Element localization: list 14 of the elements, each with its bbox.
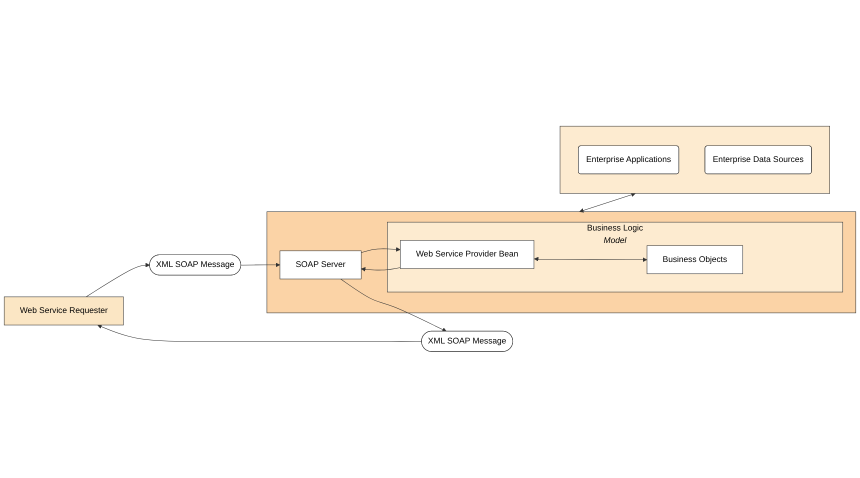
- cluster: [266, 212, 856, 314]
- arrow: [240, 262, 280, 268]
- cluster: [560, 126, 830, 194]
- node-box: Business Objects: [646, 246, 744, 274]
- arrow: [97, 324, 422, 342]
- arrow: [360, 247, 400, 254]
- arrow: [340, 278, 447, 332]
- arrow: [360, 267, 401, 272]
- node-box: Web Service Requester: [4, 296, 124, 326]
- node-box: Web Service Provider Bean: [400, 240, 534, 269]
- arrow: [534, 257, 648, 262]
- node-box: SOAP Server: [280, 250, 362, 280]
- arrow: [86, 262, 150, 298]
- arrow: [579, 192, 636, 213]
